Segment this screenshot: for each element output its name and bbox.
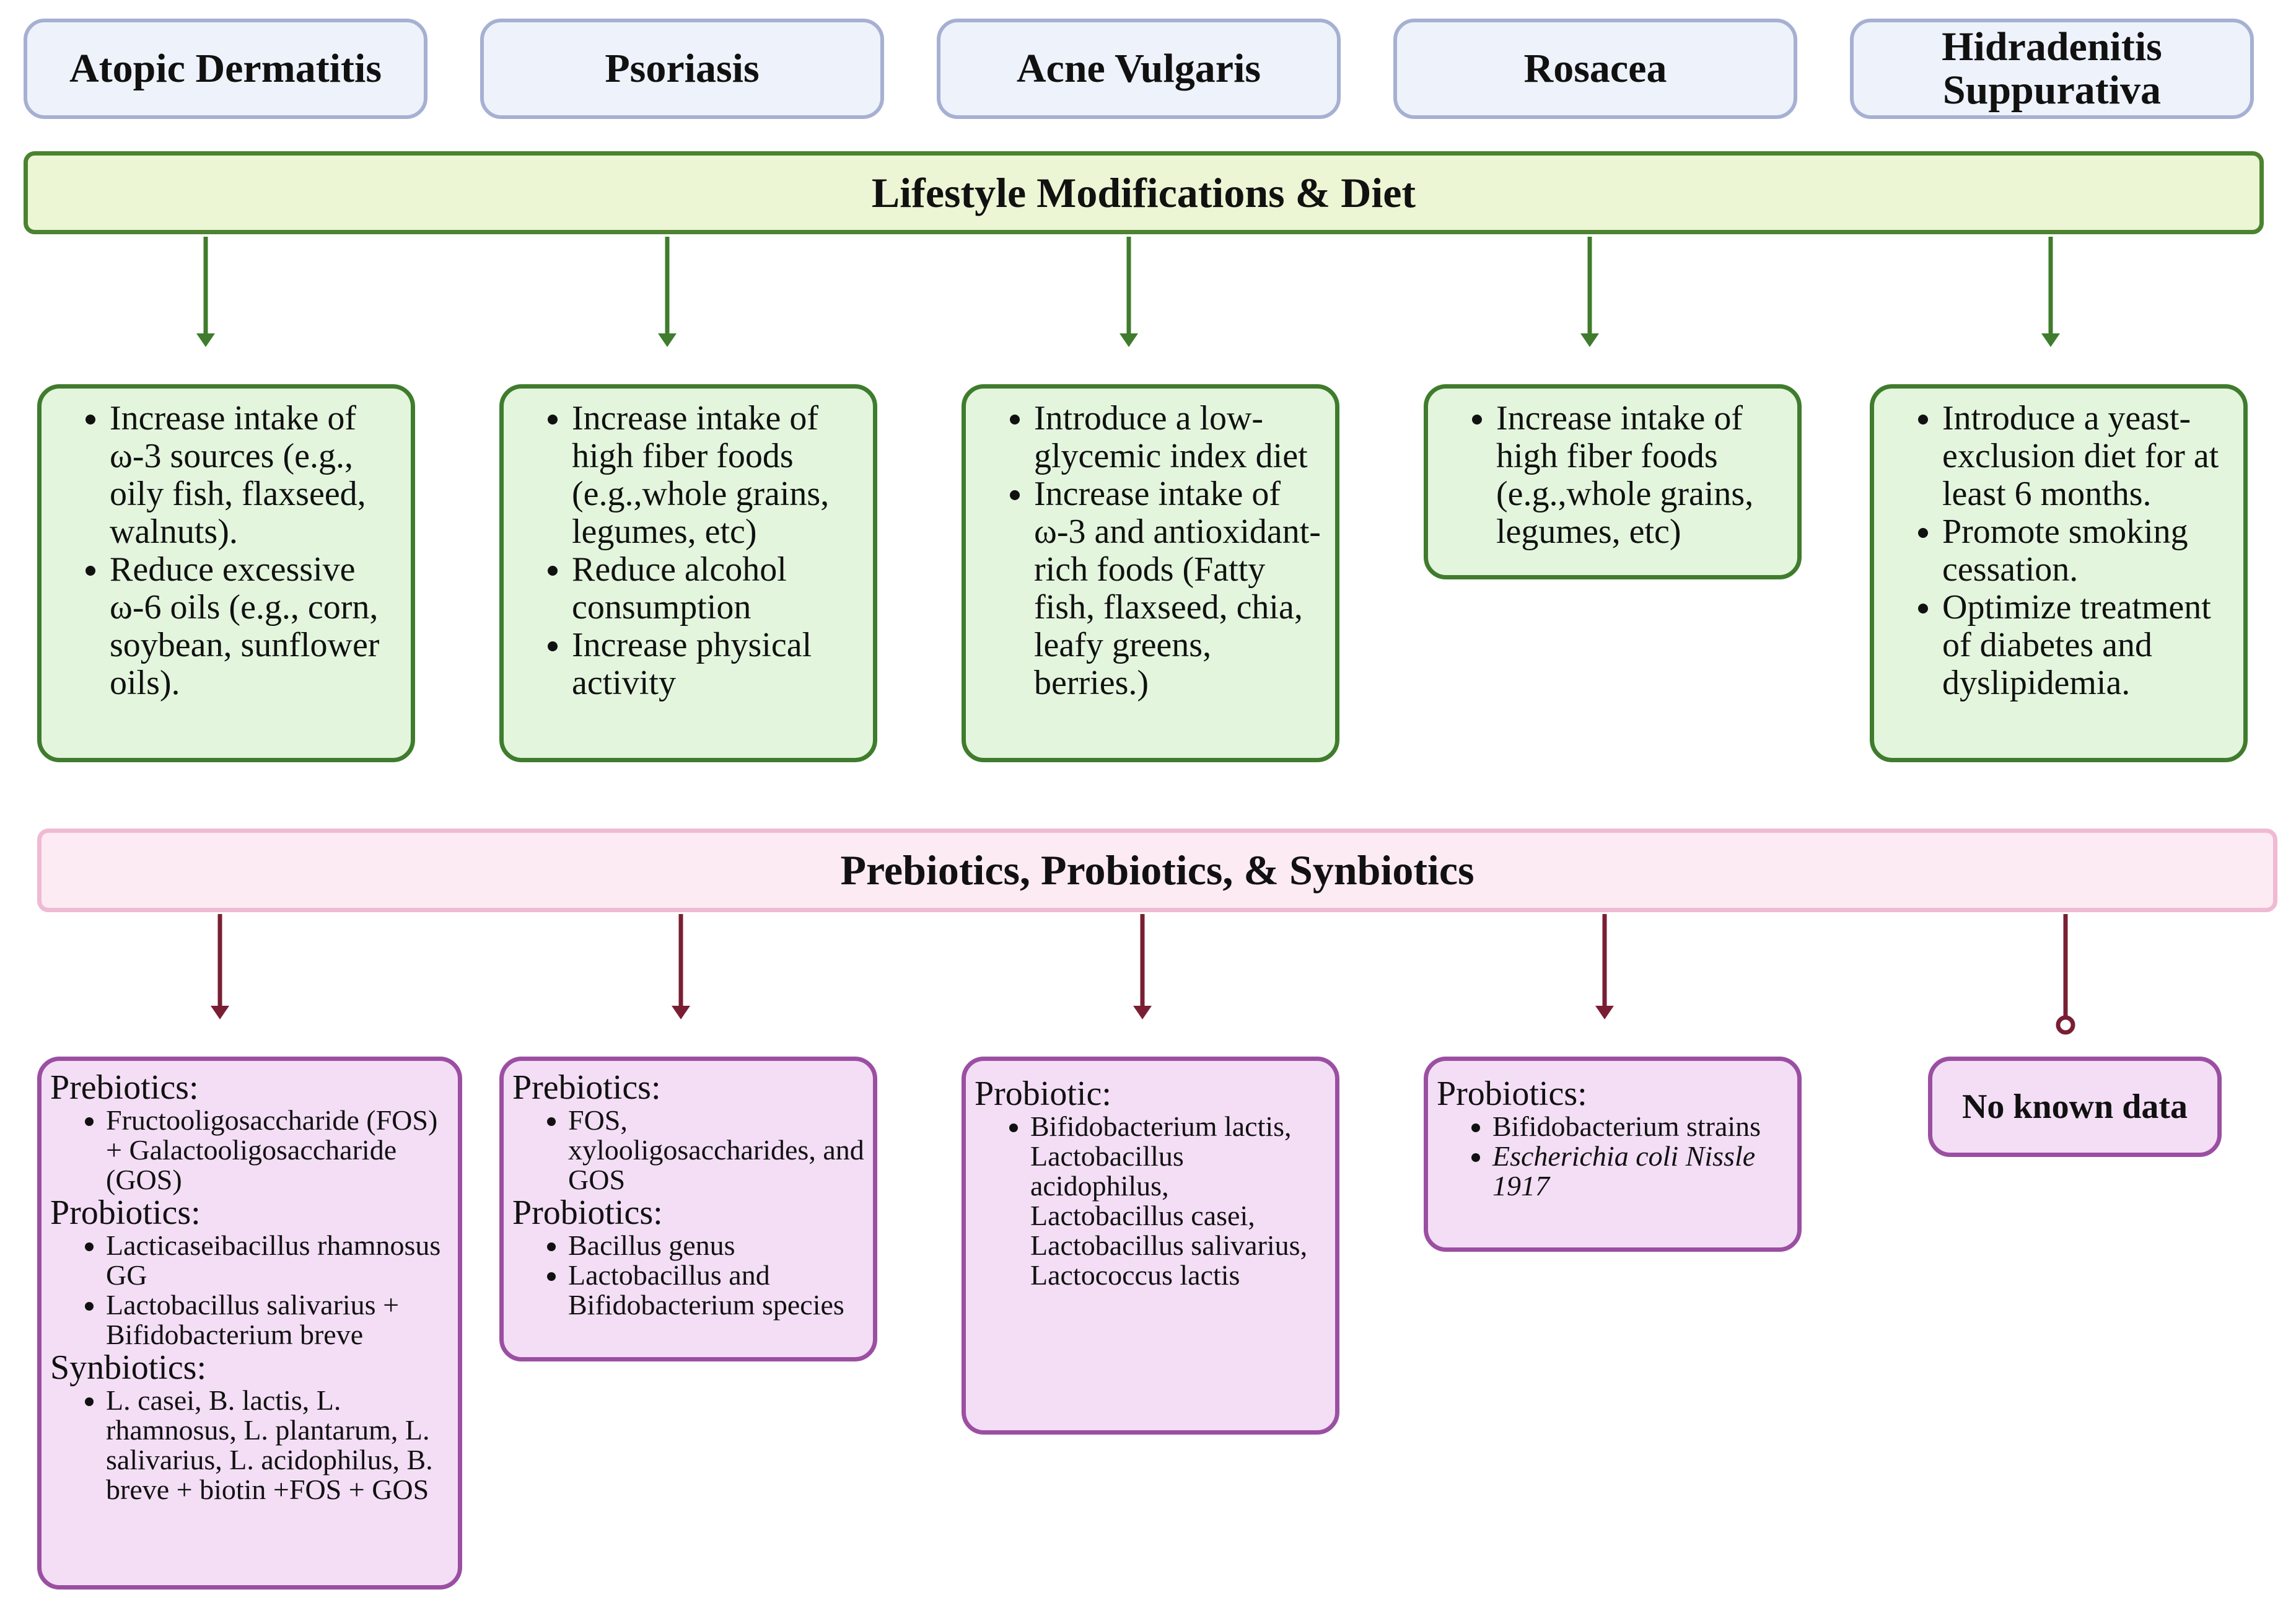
arrowhead (658, 333, 677, 347)
lifestyle-box-psoriasis: Increase intake of high fiber foods (e.g… (499, 384, 877, 762)
section-title: Prebiotics: (50, 1068, 199, 1107)
lifestyle-item: Increase intake of ω-3 sources (e.g., oi… (110, 400, 405, 551)
list-item: Escherichia coli Nissle 1917 (1492, 1141, 1789, 1201)
lifestyle-item: Increase physical activity (572, 627, 867, 702)
biotics-banner-title: Prebiotics, Probiotics, & Synbiotics (840, 846, 1474, 894)
lifestyle-box-hidradenitis-suppurativa: Introduce a yeast-exclusion diet for at … (1870, 384, 2248, 762)
header-label: Acne Vulgaris (1016, 46, 1261, 91)
arrowhead (1133, 1006, 1152, 1019)
no-data-label: No known data (1961, 1088, 2188, 1126)
lifestyle-list: Introduce a yeast-exclusion diet for at … (1893, 400, 2237, 702)
list-item: Fructooligosaccharide (FOS) + Galactooli… (106, 1106, 449, 1195)
list-item: Bifidobacterium strains (1492, 1112, 1789, 1141)
section-title: Probiotics: (512, 1194, 663, 1232)
lifestyle-item: Introduce a yeast-exclusion diet for at … (1942, 400, 2237, 513)
lifestyle-banner: Lifestyle Modifications & Diet (24, 151, 2264, 234)
section-list: FOS, xylooligosaccharides, and GOS (512, 1106, 864, 1195)
lifestyle-arrows (196, 237, 2060, 347)
section-list: Bacillus genus Lactobacillus and Bifidob… (512, 1231, 864, 1320)
lifestyle-box-rosacea: Increase intake of high fiber foods (e.g… (1424, 384, 1802, 579)
arrowhead (2041, 333, 2060, 347)
list-item: Bifidobacterium lactis, Lactobacillus ac… (1030, 1112, 1326, 1290)
lifestyle-list: Increase intake of high fiber foods (e.g… (1447, 400, 1791, 551)
section-list: L. casei, B. lactis, L. rhamnosus, L. pl… (50, 1386, 449, 1505)
biotics-arrows (211, 914, 2075, 1035)
header-label: Atopic Dermatitis (69, 46, 382, 91)
lifestyle-box-atopic-dermatitis: Increase intake of ω-3 sources (e.g., oi… (37, 384, 415, 762)
header-label: Psoriasis (605, 46, 760, 91)
lifestyle-list: Increase intake of ω-3 sources (e.g., oi… (60, 400, 405, 702)
lifestyle-box-acne-vulgaris: Introduce a low-glycemic index diet Incr… (962, 384, 1339, 762)
list-item: L. casei, B. lactis, L. rhamnosus, L. pl… (106, 1386, 449, 1505)
list-item: FOS, xylooligosaccharides, and GOS (568, 1106, 864, 1195)
list-item: Bacillus genus (568, 1231, 864, 1260)
section-title: Probiotics: (1437, 1075, 1587, 1113)
arrowhead (196, 333, 215, 347)
biotics-banner: Prebiotics, Probiotics, & Synbiotics (37, 829, 2277, 912)
lifestyle-list: Increase intake of high fiber foods (e.g… (522, 400, 867, 702)
section-list: Fructooligosaccharide (FOS) + Galactooli… (50, 1106, 449, 1195)
arrowhead (672, 1006, 690, 1019)
arrowhead (1580, 333, 1599, 347)
header-label: Rosacea (1523, 46, 1667, 91)
arrowhead (1595, 1006, 1614, 1019)
section-title: Probiotic: (975, 1075, 1111, 1113)
list-item-italic: Escherichia coli Nissle 1917 (1492, 1140, 1756, 1202)
lifestyle-item: Increase intake of high fiber foods (e.g… (1496, 400, 1791, 551)
arrowhead (211, 1006, 229, 1019)
biotics-box-rosacea: Probiotics: Bifidobacterium strains Esch… (1424, 1057, 1802, 1252)
lifestyle-item: Increase intake of high fiber foods (e.g… (572, 400, 867, 551)
lifestyle-banner-title: Lifestyle Modifications & Diet (871, 169, 1416, 216)
header-psoriasis: Psoriasis (480, 19, 884, 119)
arrowhead (1120, 333, 1138, 347)
lifestyle-item: Optimize treatment of diabetes and dysli… (1942, 589, 2237, 702)
biotics-box-acne-vulgaris: Probiotic: Bifidobacterium lactis, Lacto… (962, 1057, 1339, 1435)
lifestyle-list: Introduce a low-glycemic index diet Incr… (984, 400, 1329, 702)
circle-end-marker (2056, 1015, 2075, 1035)
header-rosacea: Rosacea (1393, 19, 1797, 119)
header-hidradenitis-suppurativa: Hidradenitis Suppurativa (1850, 19, 2254, 119)
list-item: Lactobacillus salivarius + Bifidobacteri… (106, 1290, 449, 1350)
biotics-box-atopic-dermatitis: Prebiotics: Fructooligosaccharide (FOS) … (37, 1057, 462, 1590)
header-atopic-dermatitis: Atopic Dermatitis (24, 19, 427, 119)
section-title: Synbiotics: (50, 1348, 207, 1387)
section-title: Probiotics: (50, 1194, 201, 1232)
header-label: Hidradenitis Suppurativa (1942, 24, 2162, 113)
biotics-box-hidradenitis-suppurativa: No known data (1928, 1057, 2222, 1157)
lifestyle-item: Promote smoking cessation. (1942, 513, 2237, 589)
section-list: Bifidobacterium strains Escherichia coli… (1437, 1112, 1789, 1201)
list-item: Lacticaseibacillus rhamnosus GG (106, 1231, 449, 1290)
header-acne-vulgaris: Acne Vulgaris (937, 19, 1341, 119)
lifestyle-item: Reduce alcohol consumption (572, 551, 867, 627)
section-title: Prebiotics: (512, 1068, 661, 1107)
lifestyle-item: Reduce excessive ω-6 oils (e.g., corn, s… (110, 551, 405, 702)
list-item: Lactobacillus and Bifidobacterium specie… (568, 1260, 864, 1320)
section-list: Lacticaseibacillus rhamnosus GG Lactobac… (50, 1231, 449, 1350)
biotics-box-psoriasis: Prebiotics: FOS, xylooligosaccharides, a… (499, 1057, 877, 1361)
section-list: Bifidobacterium lactis, Lactobacillus ac… (975, 1112, 1326, 1290)
lifestyle-item: Introduce a low-glycemic index diet (1034, 400, 1329, 475)
lifestyle-item: Increase intake of ω-3 and antioxidant-r… (1034, 475, 1329, 702)
